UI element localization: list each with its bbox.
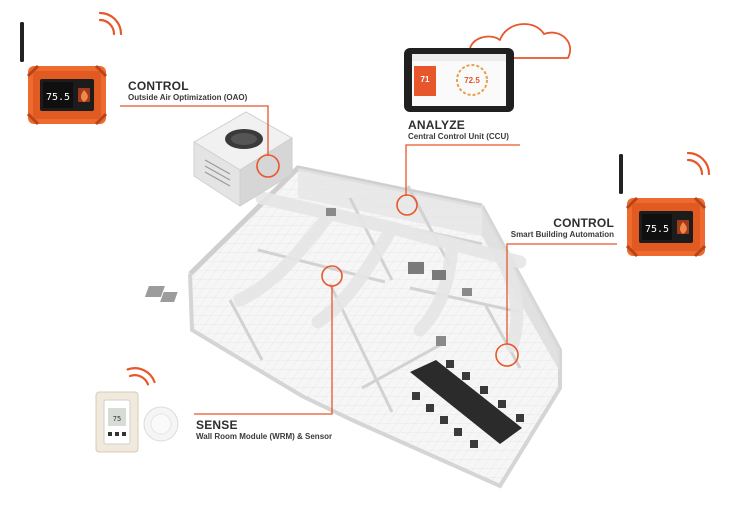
label-wrm-subtitle: Wall Room Module (WRM) & Sensor <box>196 432 333 441</box>
wifi-signal-icon <box>126 361 156 391</box>
callout-circles <box>256 154 519 367</box>
wrm-reading: 75 <box>113 415 121 423</box>
wall-room-module: 75 <box>95 391 139 453</box>
leader-ccu <box>405 144 520 196</box>
label-wrm-title: SENSE <box>196 418 238 432</box>
label-oao: CONTROL Outside Air Optimization (OAO) <box>128 79 247 102</box>
leader-wrm <box>194 286 333 415</box>
cloud-icon <box>468 23 571 59</box>
label-oao-subtitle: Outside Air Optimization (OAO) <box>128 93 248 102</box>
wall-face-back <box>298 168 482 236</box>
controller-sba: 75.5 <box>617 152 707 258</box>
conference-table <box>410 360 524 448</box>
flame-icon <box>80 90 88 102</box>
label-oao-title: CONTROL <box>128 79 189 93</box>
callout-circle-ccu <box>396 194 418 216</box>
label-ccu: ANALYZE Central Control Unit (CCU) <box>408 118 509 141</box>
tablet-ccu: 71 72.5 <box>404 48 514 112</box>
leader-oao <box>120 105 269 156</box>
callout-circle-wrm <box>321 265 343 287</box>
callout-circle-sba <box>495 343 519 367</box>
wifi-signal-icon <box>98 11 123 36</box>
controller-sba-reading: 75.5 <box>645 224 669 235</box>
tablet-reading-center: 72.5 <box>464 76 480 85</box>
callout-leader-lines <box>120 105 617 415</box>
label-sba: CONTROL Smart Building Automation <box>511 216 614 239</box>
label-sba-title: CONTROL <box>553 216 614 230</box>
controller-oao-reading: 75.5 <box>46 92 70 103</box>
callout-circle-oao <box>256 154 280 178</box>
room-sensor <box>143 406 179 442</box>
leader-sba <box>506 243 617 344</box>
hvac-ducts <box>233 191 527 353</box>
label-ccu-subtitle: Central Control Unit (CCU) <box>408 132 509 141</box>
label-wrm: SENSE Wall Room Module (WRM) & Sensor <box>196 418 332 441</box>
controller-oao: 75.5 <box>18 20 108 126</box>
wall-face-right <box>482 206 560 372</box>
label-ccu-title: ANALYZE <box>408 118 465 132</box>
tablet-reading-left: 71 <box>421 75 430 84</box>
office-furniture <box>144 208 472 346</box>
wifi-signal-icon <box>686 151 711 176</box>
label-sba-subtitle: Smart Building Automation <box>510 230 614 239</box>
flame-icon <box>679 222 687 234</box>
